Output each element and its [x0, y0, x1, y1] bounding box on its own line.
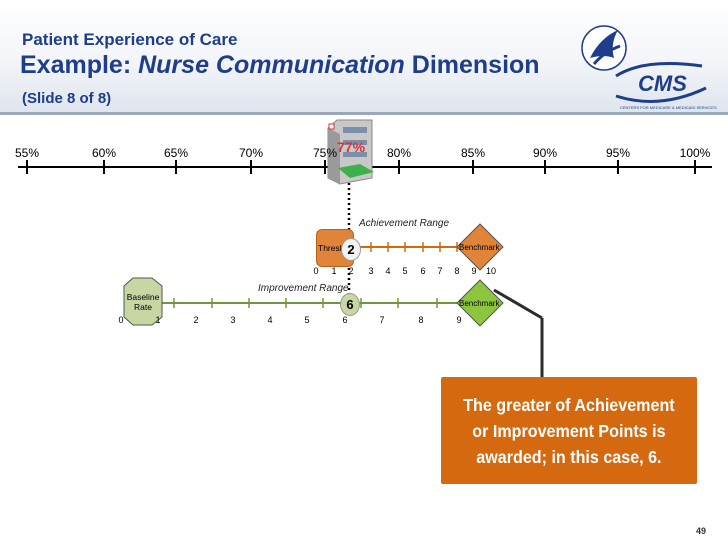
callout-line-3: awarded; in this case, 6.	[476, 446, 662, 467]
hhs-seal-icon	[581, 25, 627, 71]
baseline-rate-shape	[123, 277, 163, 326]
achievement-point-label: 2	[348, 266, 354, 276]
cms-logo-tagline: CENTERS FOR MEDICARE & MEDICAID SERVICES	[620, 105, 717, 110]
improvement-benchmark-label: Benchmark	[459, 299, 500, 308]
slide-section-title: Patient Experience of Care	[22, 30, 238, 49]
hospital-building-icon	[327, 119, 374, 185]
improvement-point-label: 8	[418, 315, 424, 325]
achievement-benchmark-label: Benchmark	[459, 243, 500, 252]
page-number: 49	[695, 526, 706, 536]
header-rule	[0, 112, 728, 115]
percentage-tick-label: 55%	[14, 146, 40, 160]
baseline-label-line1: Baseline	[126, 292, 160, 302]
achievement-point-label: 8	[454, 266, 460, 276]
improvement-point-label: 4	[267, 315, 273, 325]
title-suffix: Dimension	[404, 51, 540, 79]
title-prefix: Example:	[20, 51, 139, 79]
score-value-label: 77%	[337, 139, 366, 155]
achievement-point-label: 0	[313, 266, 319, 276]
achievement-point-label: 3	[368, 266, 374, 276]
percentage-tick-label: 70%	[238, 146, 264, 160]
improvement-point-label: 0	[118, 315, 124, 325]
cms-logo-text: CMS	[638, 71, 687, 96]
improvement-point-label: 7	[379, 315, 385, 325]
percentage-tick-label: 80%	[386, 146, 412, 160]
threshold-label: Threshold	[318, 243, 354, 253]
percentage-tick-label: 90%	[532, 146, 558, 160]
percentage-tick-label: 75%	[312, 146, 338, 160]
slide-title: Example: Nurse Communication Dimension	[20, 51, 540, 80]
callout-line-1: The greater of Achievement	[463, 394, 675, 415]
improvement-point-label: 2	[193, 315, 199, 325]
achievement-point-label: 9	[471, 266, 477, 276]
percentage-tick-label: 65%	[163, 146, 189, 160]
improvement-ticks	[173, 298, 476, 308]
improvement-point-label: 5	[304, 315, 310, 325]
improvement-score-badge: 6	[340, 293, 360, 316]
achievement-point-label: 4	[385, 266, 391, 276]
achievement-point-label: 6	[420, 266, 426, 276]
callout-pointer-diagonal	[493, 288, 543, 320]
callout-line-2: or Improvement Points is	[472, 420, 666, 441]
achievement-point-label: 1	[331, 266, 337, 276]
achievement-score-badge: 2	[341, 238, 361, 261]
result-callout: The greater of Achievement or Improvemen…	[441, 377, 697, 484]
improvement-range-label: Improvement Range	[258, 283, 349, 294]
baseline-rate-label: Baseline Rate	[124, 292, 162, 312]
percentage-tick-label: 100%	[679, 146, 711, 160]
percentage-tick-label: 95%	[605, 146, 631, 160]
improvement-benchmark-diamond	[456, 279, 504, 327]
improvement-point-label: 9	[456, 315, 462, 325]
achievement-benchmark-diamond	[456, 223, 504, 271]
achievement-point-label: 5	[402, 266, 408, 276]
percentage-tick-label: 60%	[91, 146, 117, 160]
achievement-range-label: Achievement Range	[359, 218, 450, 229]
percentage-scale-ticks	[26, 160, 696, 174]
slide-subtitle: (Slide 8 of 8)	[22, 90, 112, 107]
improvement-point-label: 6	[342, 315, 348, 325]
cms-emblem-icon	[615, 62, 707, 103]
improvement-point-label: 3	[230, 315, 236, 325]
achievement-point-label: 10	[485, 266, 497, 276]
cms-logo: CMS CENTERS FOR MEDICARE & MEDICAID SERV…	[581, 25, 717, 110]
improvement-point-label: 1	[155, 315, 161, 325]
percentage-tick-label: 85%	[460, 146, 486, 160]
baseline-label-line2: Rate	[134, 302, 152, 312]
title-italic: Nurse Communication	[138, 51, 405, 79]
achievement-point-label: 7	[437, 266, 443, 276]
